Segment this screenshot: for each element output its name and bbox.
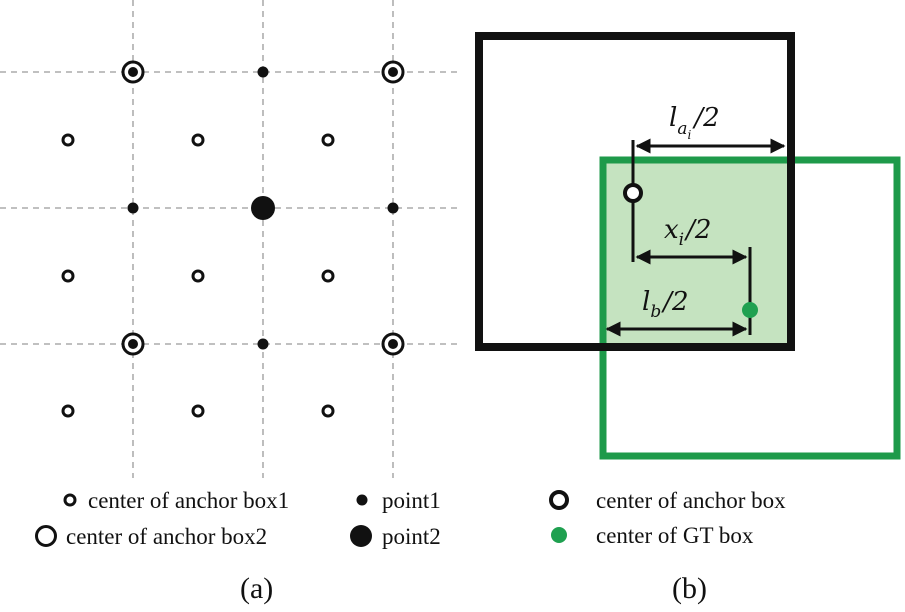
caption-a: (a): [240, 572, 273, 605]
anchor1-centers: [61, 133, 335, 418]
anchor2-center: [121, 332, 145, 356]
anchor-box: [475, 32, 795, 351]
point2-marker: [251, 196, 275, 220]
panel-a-grid: [0, 0, 462, 478]
anchor1-center: [61, 404, 75, 418]
anchor1-center: [191, 404, 205, 418]
panel-b-legend: center of anchor box center of GT box: [549, 488, 786, 548]
legend-anchor1-label: center of anchor box1: [88, 488, 289, 513]
anchor2-center: [121, 60, 145, 84]
anchor1-center: [321, 269, 335, 283]
point1-marker: [257, 338, 269, 350]
point1-marker: [257, 66, 269, 78]
legend-anchor1-symbol: [63, 493, 77, 507]
legend-gt-center-symbol: [551, 527, 567, 543]
legend-point2-symbol: [350, 525, 372, 547]
legend-anchor-center-label: center of anchor box: [596, 488, 786, 513]
point1-marker: [387, 202, 399, 214]
legend-anchor2-symbol: [35, 525, 57, 547]
caption-b: (b): [672, 572, 707, 605]
legend-point1-label: point1: [382, 488, 441, 513]
legend-point2-label: point2: [382, 524, 441, 549]
anchor1-center: [321, 133, 335, 147]
anchor2-centers: [121, 60, 405, 356]
la-label: lai/2: [669, 103, 720, 142]
panel-a-legend: center of anchor box1 point1 center of a…: [35, 488, 441, 549]
anchor-center-marker: [623, 183, 643, 203]
legend-point1-symbol: [356, 494, 368, 506]
anchor1-center: [61, 133, 75, 147]
anchor2-center: [381, 332, 405, 356]
point1-markers: [127, 66, 399, 350]
xi-label: xi/2: [664, 215, 711, 250]
gt-center-marker: [742, 302, 758, 318]
anchor1-center: [321, 404, 335, 418]
anchor1-center: [191, 269, 205, 283]
lb-label: lb/2: [642, 287, 689, 322]
point1-marker: [127, 202, 139, 214]
legend-anchor-center-symbol: [549, 490, 569, 510]
anchor2-center: [381, 60, 405, 84]
legend-anchor2-label: center of anchor box2: [66, 524, 267, 549]
anchor1-center: [61, 269, 75, 283]
legend-gt-center-label: center of GT box: [596, 523, 754, 548]
anchor1-center: [191, 133, 205, 147]
